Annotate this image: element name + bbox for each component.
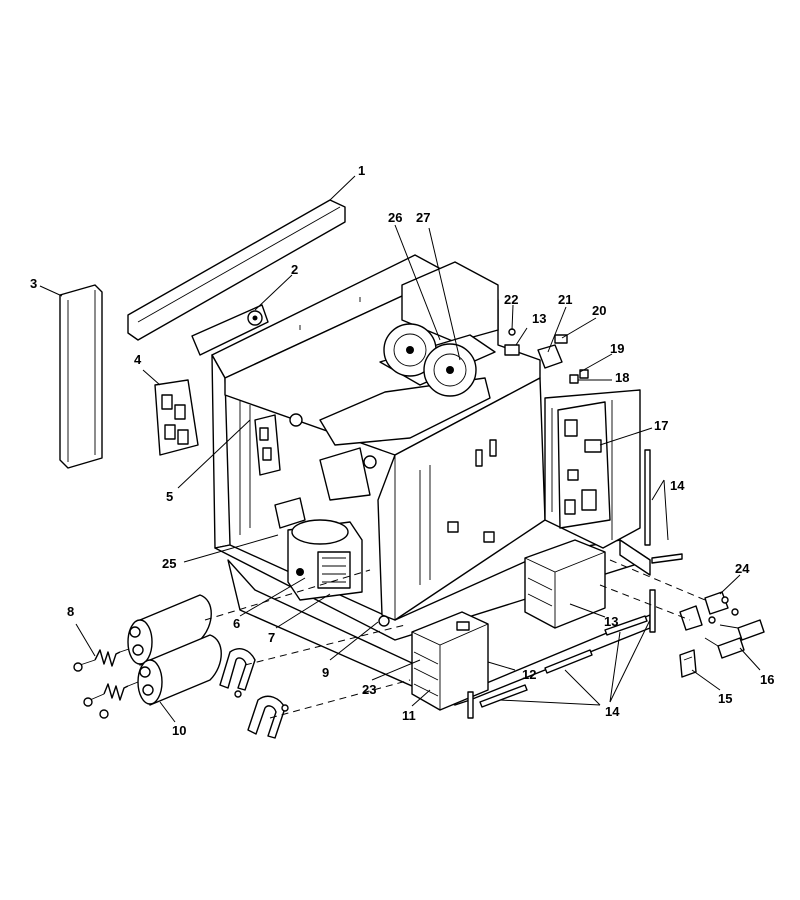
callout-15: 15: [718, 691, 732, 706]
part-6-transformer: [274, 497, 363, 601]
callout-16: 16: [760, 672, 774, 687]
part-15-connector: [679, 649, 697, 678]
callout-27: 27: [416, 210, 430, 225]
part-17-control-board: [557, 401, 611, 529]
callout-4: 4: [134, 352, 142, 367]
callout-17: 17: [654, 418, 668, 433]
callout-8: 8: [67, 604, 74, 619]
callout-21: 21: [558, 292, 572, 307]
part-24-connector-assembly: [679, 591, 739, 631]
callout-3: 3: [30, 276, 37, 291]
assembly-dashed-lines: [204, 559, 706, 719]
right-transformer: [524, 539, 606, 629]
callout-20: 20: [592, 303, 606, 318]
capacitor-clamps: [219, 648, 289, 739]
part-8-springs: [73, 647, 139, 719]
callout-13-lower: 13: [604, 614, 618, 629]
callout-25: 25: [162, 556, 176, 571]
part-11-transformer: [411, 611, 489, 711]
callout-7: 7: [268, 630, 275, 645]
callout-1: 1: [358, 163, 365, 178]
part-13-clip-top: [504, 344, 520, 356]
part-3-side-trim: [59, 284, 103, 469]
callout-19: 19: [610, 341, 624, 356]
callout-13-upper: 13: [532, 311, 546, 326]
callout-labels: 1 2 3 4 5 25 6 7 8 9 10 23 11 12 13 13 2…: [30, 163, 774, 738]
part-10-capacitors: [127, 594, 222, 706]
callout-14-upper: 14: [670, 478, 685, 493]
callout-24: 24: [735, 561, 750, 576]
part-16-wire-harness: [704, 619, 765, 659]
part-14-strips: [467, 449, 683, 719]
top-blower-assembly: [319, 261, 499, 501]
callout-14-lower: 14: [605, 704, 620, 719]
callout-5: 5: [166, 489, 173, 504]
callout-12: 12: [522, 667, 536, 682]
part-18-connector: [569, 374, 579, 384]
callout-6: 6: [233, 616, 240, 631]
part-4-switch-bank: [154, 379, 199, 456]
callout-18: 18: [615, 370, 629, 385]
callout-23: 23: [362, 682, 376, 697]
callout-11: 11: [402, 708, 416, 723]
callout-22: 22: [504, 292, 518, 307]
callout-9: 9: [322, 665, 329, 680]
callout-2: 2: [291, 262, 298, 277]
part-21-bracket: [537, 344, 563, 369]
small-hardware-top: [504, 328, 589, 384]
part-20-fastener: [554, 334, 568, 344]
callout-26: 26: [388, 210, 402, 225]
callout-10: 10: [172, 723, 186, 738]
part-2-hinge-bracket: [191, 304, 269, 356]
part-5-switch-bracket: [254, 414, 281, 476]
leader-lines: [39, 175, 761, 723]
